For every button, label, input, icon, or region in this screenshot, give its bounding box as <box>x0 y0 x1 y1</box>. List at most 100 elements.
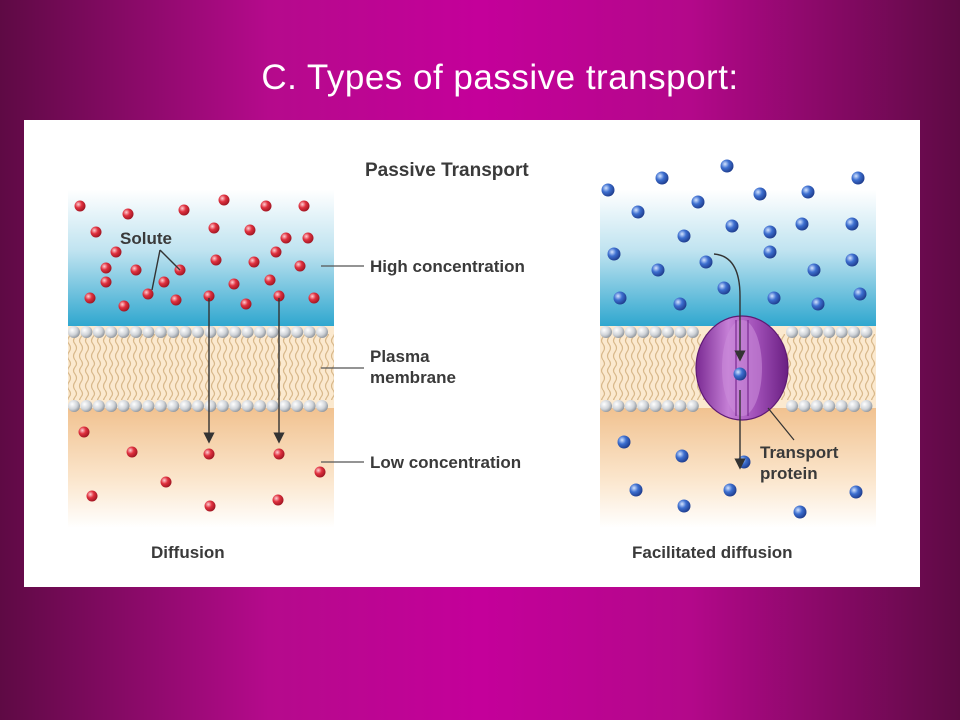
red-solute-particle <box>302 232 314 244</box>
passive-transport-figure: Solute Diffusion Passive Transport High … <box>24 120 920 587</box>
red-solute-particle <box>118 300 130 312</box>
phospholipid-head <box>686 326 699 338</box>
slide-title: C. Types of passive transport: <box>261 58 739 97</box>
red-solute-particle <box>273 448 285 460</box>
blue-solute-particle <box>851 171 865 185</box>
phospholipid-head <box>860 326 873 338</box>
phospholipid-head <box>130 326 142 338</box>
blue-solute-particle <box>677 499 691 513</box>
blue-solute-particle <box>801 185 815 199</box>
red-solute-particle <box>248 256 260 268</box>
red-solute-particle <box>294 260 306 272</box>
phospholipid-head <box>291 400 304 412</box>
phospholipid-head <box>649 326 662 338</box>
blue-solute-particle <box>675 449 689 463</box>
blue-solute-particle <box>699 255 713 269</box>
phospholipid-head <box>786 400 798 412</box>
phospholipid-head <box>823 326 836 338</box>
phospholipid-head <box>823 400 836 412</box>
red-solute-particle <box>84 292 96 304</box>
transport-protein-leader <box>767 407 795 441</box>
red-solute-particle <box>160 476 172 488</box>
phospholipid-head <box>80 400 93 412</box>
blue-solute-particle <box>655 171 669 185</box>
red-solute-particles <box>74 194 326 512</box>
solute-label: Solute <box>120 229 172 248</box>
plasma-membrane-label-line1: Plasma <box>370 347 430 366</box>
phospholipid-head <box>130 400 142 412</box>
red-solute-particle <box>203 290 215 302</box>
facilitated-diffusion-panel: Transport protein Facilitated diffusion <box>600 159 876 562</box>
phospholipid-head <box>204 326 217 338</box>
phospholipid-head <box>662 400 674 412</box>
phospholipid-head <box>229 400 242 412</box>
red-solute-particle <box>298 200 310 212</box>
extracellular-region-right <box>600 190 876 326</box>
phospholipid-head <box>848 326 860 338</box>
phospholipid-head <box>316 326 328 338</box>
blue-solute-particle <box>793 505 807 519</box>
diffusion-caption: Diffusion <box>151 543 225 562</box>
red-solute-particle <box>264 274 276 286</box>
blue-solute-particle <box>613 291 627 305</box>
phospholipid-head <box>241 326 254 338</box>
phospholipid-head <box>154 326 167 338</box>
phospholipid-head <box>637 326 650 338</box>
phospholipid-head <box>798 400 811 412</box>
phospholipid-head <box>810 326 823 338</box>
blue-solute-particle <box>691 195 705 209</box>
facilitated-diffusion-caption: Facilitated diffusion <box>632 543 793 562</box>
red-solute-particle <box>178 204 190 216</box>
phospholipid-head <box>254 400 266 412</box>
red-solute-particle <box>78 426 90 438</box>
phospholipid-head <box>316 400 328 412</box>
solute-pointer-1 <box>151 249 161 291</box>
red-solute-particle <box>110 246 122 258</box>
phospholipid-heads-bottom-right <box>600 400 873 412</box>
blue-solute-particle <box>673 297 687 311</box>
phospholipid-heads-bottom-left <box>68 400 328 412</box>
phospholipid-head <box>600 326 612 338</box>
phospholipid-head <box>105 400 118 412</box>
red-solute-particle <box>158 276 170 288</box>
blue-solute-particle <box>629 483 643 497</box>
red-solute-particle <box>204 500 216 512</box>
phospholipid-head <box>798 326 811 338</box>
extracellular-region-left <box>68 190 334 326</box>
phospholipid-head <box>154 400 167 412</box>
red-solute-particle <box>130 264 142 276</box>
phospholipid-head <box>278 326 291 338</box>
phospholipid-head <box>624 400 637 412</box>
phospholipid-head <box>229 326 242 338</box>
phospholipid-head <box>860 400 873 412</box>
phospholipid-head <box>686 400 699 412</box>
red-solute-particle <box>270 246 282 258</box>
phospholipid-head <box>92 400 105 412</box>
red-solute-particle <box>308 292 320 304</box>
phospholipid-head <box>810 400 823 412</box>
phospholipid-head <box>167 400 180 412</box>
blue-solute-particle <box>717 281 731 295</box>
blue-solute-particle <box>725 219 739 233</box>
red-solute-particle <box>203 448 215 460</box>
blue-solute-particle <box>617 435 631 449</box>
red-solute-particle <box>240 298 252 310</box>
red-solute-particle <box>228 278 240 290</box>
phospholipid-head <box>848 400 860 412</box>
transport-protein-label-line1: Transport <box>760 443 839 462</box>
phospholipid-head <box>291 326 304 338</box>
phospholipid-head <box>92 326 105 338</box>
blue-solute-particle <box>607 247 621 261</box>
red-solute-particle <box>74 200 86 212</box>
red-solute-particle <box>280 232 292 244</box>
phospholipid-head <box>204 400 217 412</box>
blue-solute-particle <box>601 183 615 197</box>
solute-pointer-2 <box>159 249 181 271</box>
blue-solute-particle <box>733 367 747 381</box>
red-solute-particle <box>90 226 102 238</box>
center-labels: Passive Transport High concentration Pla… <box>321 160 529 472</box>
phospholipid-head <box>649 400 662 412</box>
phospholipid-head <box>142 326 155 338</box>
red-solute-particle <box>122 208 134 220</box>
phospholipid-head <box>835 326 848 338</box>
